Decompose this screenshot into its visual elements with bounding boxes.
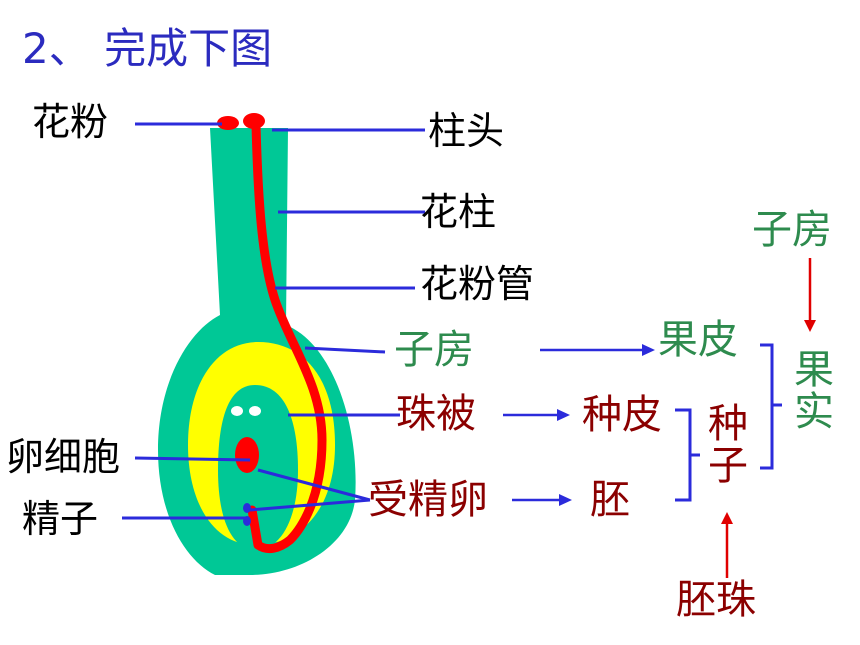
fruit-bracket	[760, 343, 774, 470]
pollen-label: 花粉	[32, 100, 109, 144]
stigma-label: 柱头	[428, 109, 505, 153]
style-label: 花柱	[420, 190, 497, 234]
seed-bracket	[675, 408, 692, 502]
seed-coat-label: 种皮	[582, 392, 662, 438]
pollen-tube-shape	[247, 120, 327, 554]
zygote-connector	[257, 468, 371, 502]
ovary-top-label: 子房	[752, 207, 832, 253]
ovary-label: 子房	[394, 327, 474, 373]
zygote-label: 受精卵	[368, 477, 488, 523]
seed-label: 种子	[701, 402, 747, 486]
integument-label: 珠被	[396, 391, 476, 437]
ovule-label: 胚珠	[676, 577, 756, 623]
ovary-to-pericarp-arrowhead	[642, 344, 655, 356]
egg-cell-shape	[235, 437, 259, 473]
pollen-tube-label: 花粉管	[420, 262, 535, 306]
integument-to-seedcoat-arrowhead	[557, 409, 570, 421]
ovary-to-fruit-arrowhead	[804, 320, 816, 332]
pericarp-label: 果皮	[658, 317, 738, 363]
zygote-to-embryo-arrowhead	[559, 494, 572, 506]
pollen-grain	[217, 116, 239, 130]
egg-cell-connector	[134, 456, 251, 462]
embryo-label: 胚	[590, 477, 630, 523]
egg-cell-label: 卵细胞	[6, 435, 121, 479]
polar-nucleus	[231, 406, 243, 416]
page-title: 2、 完成下图	[22, 24, 273, 73]
zygote-connector	[249, 498, 371, 512]
fruit-label: 果实	[787, 348, 833, 432]
sperm-label: 精子	[22, 497, 99, 541]
sperm-cell	[243, 503, 251, 513]
ovary-connector	[304, 346, 386, 354]
polar-nucleus	[249, 406, 261, 416]
ovule-to-seed-arrowhead	[721, 512, 733, 524]
